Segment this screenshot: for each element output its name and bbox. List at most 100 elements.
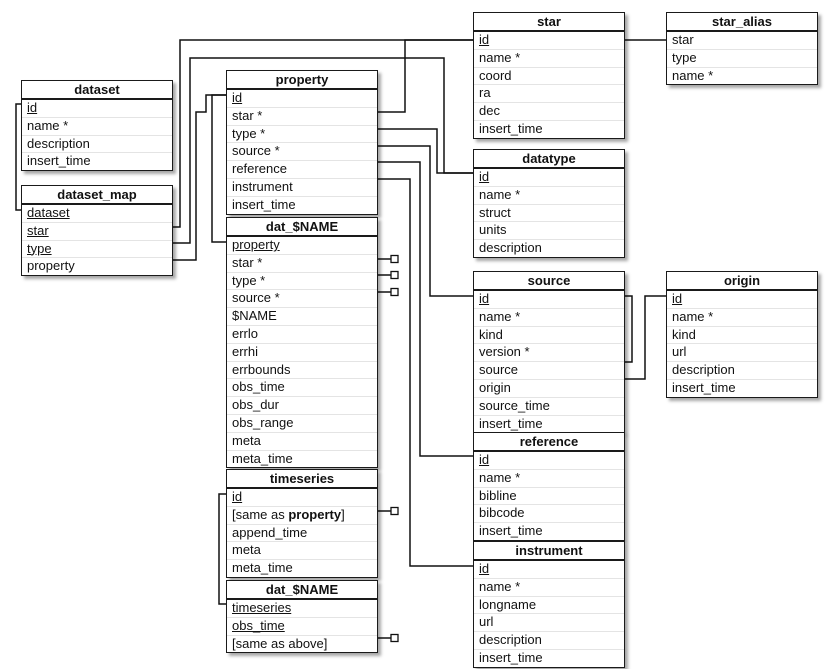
table-row: source_time [474, 398, 624, 416]
table-row: dataset [22, 205, 172, 223]
link-dataset-map-dataset [15, 103, 21, 211]
table-row: insert_time [479, 649, 543, 665]
link-property-star [377, 39, 473, 113]
table-row: type [22, 241, 172, 259]
table-row: errhi [227, 344, 377, 362]
table-row: obs_time [227, 379, 377, 398]
table-title: instrument [474, 542, 624, 561]
table-row: dec [474, 103, 624, 121]
link-dataset-map-star [172, 39, 473, 228]
table-row: id [667, 291, 817, 309]
table-title: source [474, 272, 624, 291]
link-source-origin [624, 295, 666, 380]
table-title: timeseries [227, 470, 377, 489]
row-text: [same as [232, 506, 289, 522]
link-property-type [377, 128, 473, 174]
link-timeseries-datname [218, 493, 226, 605]
table-row: $NAME [227, 308, 377, 326]
table-row: type * [227, 273, 377, 291]
table-row: errbounds [227, 362, 377, 380]
table-title: datatype [474, 150, 624, 169]
table-row: id [474, 169, 624, 187]
link-source-self [624, 295, 633, 363]
table-row: insert_time [479, 523, 543, 539]
table-row: [same as property] [227, 507, 377, 525]
table-row: meta [227, 433, 377, 451]
row-text-after: ] [341, 506, 345, 522]
stub-box-icon [390, 506, 399, 516]
link-dataset-map-property [172, 94, 226, 261]
table-row: name * [474, 579, 624, 597]
table-row: id [22, 100, 172, 118]
table-row: id [474, 32, 624, 50]
table-row: star [667, 32, 817, 50]
table-row: name * [474, 50, 624, 68]
table-title: property [227, 71, 377, 90]
table-row: kind [474, 327, 624, 345]
table-title: origin [667, 272, 817, 291]
table-row: id [474, 452, 624, 470]
table-row: meta_time [232, 560, 293, 576]
table-row: bibcode [474, 505, 624, 524]
table-row: source * [227, 143, 377, 162]
table-row: units [474, 222, 624, 241]
table-row: description [474, 632, 624, 650]
table-row: origin [474, 380, 624, 398]
table-title: dat_$NAME [227, 218, 377, 237]
table-row: name * [22, 118, 172, 136]
table-row: name * [474, 470, 624, 488]
table-title: dataset_map [22, 186, 172, 205]
table-row: source * [227, 290, 377, 309]
table-row: name * [474, 309, 624, 327]
table-row: insert_time [479, 120, 543, 136]
table-row: meta [227, 542, 377, 561]
table-row: kind [667, 327, 817, 345]
table-row: star [22, 223, 172, 241]
row-text-bold: property [288, 506, 342, 522]
table-row: type * [227, 126, 377, 144]
table-row: obs_range [227, 415, 377, 433]
table-row: id [227, 90, 377, 108]
table-title: reference [474, 433, 624, 452]
table-row: star * [227, 255, 377, 273]
table-row: name * [474, 187, 624, 205]
table-row: meta_time [232, 450, 293, 466]
table-row: name * [672, 67, 714, 83]
table-row: instrument [227, 179, 377, 197]
table-row: ra [474, 85, 624, 104]
table-row: [same as above] [232, 635, 328, 651]
table-row: url [667, 344, 817, 363]
stub-box-icon [390, 633, 399, 643]
link-property-datname [211, 94, 226, 243]
table-row: name * [667, 309, 817, 327]
table-title: star_alias [667, 13, 817, 32]
stub-box-icon [390, 287, 399, 297]
table-row: errlo [227, 326, 377, 344]
table-row: url [474, 614, 624, 633]
table-row: id [474, 291, 624, 309]
table-row: append_time [227, 525, 377, 543]
table-title: dataset [22, 81, 172, 100]
link-property-instrument [377, 178, 473, 567]
table-row: longname [474, 597, 624, 615]
table-row: insert_time [672, 379, 736, 395]
table-row: obs_dur [227, 397, 377, 415]
link-property-source [377, 145, 473, 297]
table-row: property [27, 258, 75, 274]
table-title: dat_$NAME [227, 581, 377, 600]
stub-box-icon [390, 254, 399, 264]
table-row: source [474, 362, 624, 380]
table-row: id [227, 489, 377, 507]
table-row: description [22, 136, 172, 154]
table-row: insert_time [479, 415, 543, 431]
table-row: struct [474, 205, 624, 223]
